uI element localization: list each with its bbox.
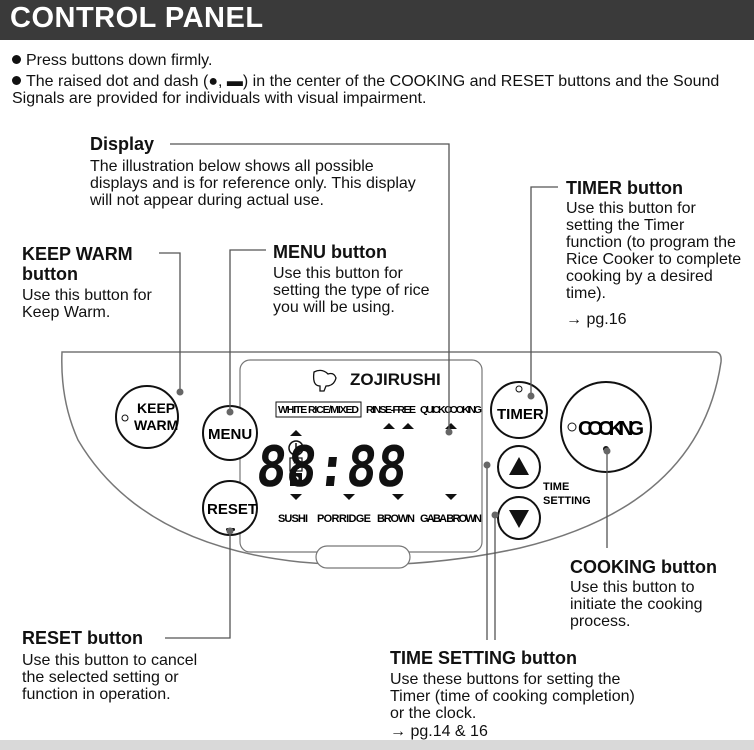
panel-slot	[315, 545, 411, 569]
indicator-2: 2	[293, 475, 299, 487]
keep-warm-indicator-light	[121, 414, 129, 422]
indicator-1: 1	[293, 460, 299, 472]
menu-callout-title: MENU button	[273, 242, 387, 262]
mode-gaba-brown: GABA BROWN	[420, 513, 482, 525]
cooking-leader-dot	[603, 447, 611, 455]
keep-warm-label-1: KEEP	[137, 400, 175, 416]
timer-callout-text: Use this button for setting the Timer fu…	[566, 200, 742, 302]
white-rice-mode-box	[275, 401, 362, 418]
display-callout-title: Display	[90, 134, 155, 154]
timer-label: TIMER	[497, 406, 544, 423]
time-down-button[interactable]	[497, 496, 541, 540]
reset-leader	[165, 531, 231, 639]
time-setting-callout-text: Use these buttons for setting the Timer …	[390, 671, 635, 722]
mode-white-rice: WHITE RICE/MIXED	[278, 404, 359, 416]
zojirushi-logo: ZOJIRUSHI	[312, 369, 441, 392]
timer-leader	[530, 186, 558, 396]
keep-warm-leader-dot	[176, 388, 184, 396]
bullet-icon	[12, 76, 21, 85]
menu-leader-dot	[226, 408, 234, 416]
keep-warm-callout-title-2: button	[22, 264, 78, 284]
cooking-label: COOKING	[578, 418, 644, 440]
menu-callout-text: Use this button for setting the type of …	[273, 265, 430, 316]
note-visual-impairment: The raised dot and dash (●, ▬) in the ce…	[12, 73, 720, 107]
menu-leader	[229, 249, 266, 412]
mode-sushi: SUSHI	[278, 513, 308, 525]
keep-warm-callout-title-1: KEEP WARM	[22, 244, 133, 264]
bullet-icon	[12, 55, 21, 64]
keep-warm-leader	[159, 252, 181, 392]
down-arrow-icon	[509, 510, 529, 528]
indicator-up-4	[445, 423, 457, 429]
indicator-up-1	[290, 430, 302, 436]
menu-label: MENU	[208, 426, 252, 443]
footer-bar	[0, 740, 754, 750]
display-leader	[170, 143, 450, 432]
indicator-down-3	[392, 494, 404, 500]
reset-label: RESET	[207, 501, 257, 518]
reset-button[interactable]: RESET	[202, 480, 258, 536]
time-setting-callout-title: TIME SETTING button	[390, 648, 577, 668]
timer-button[interactable]: TIMER	[490, 381, 548, 439]
mode-quick-cooking: QUICK COOKING	[420, 404, 482, 416]
timer-leader-dot	[527, 392, 535, 400]
cooking-callout-title: COOKING button	[570, 557, 717, 577]
clock-icon	[288, 440, 304, 456]
display-leader-dot	[445, 428, 453, 436]
mode-brown: BROWN	[377, 513, 415, 525]
elephant-logo-icon	[312, 369, 337, 392]
note-firmly: Press buttons down firmly.	[12, 52, 212, 69]
indicator-1-box	[289, 457, 303, 472]
cooking-button[interactable]: COOKING	[560, 381, 652, 473]
cooking-indicator-light	[567, 422, 577, 432]
leader-lines	[159, 143, 608, 640]
reset-callout-title: RESET button	[22, 628, 143, 648]
mode-porridge: PORRIDGE	[317, 513, 371, 525]
time-up-button[interactable]	[497, 445, 541, 489]
brand-name: ZOJIRUSHI	[350, 370, 441, 389]
menu-button[interactable]: MENU	[202, 405, 258, 461]
display-digits: 88:88	[253, 435, 410, 500]
indicator-down-4	[445, 494, 457, 500]
time-up-leader-dot	[483, 461, 491, 469]
timer-callout-ref: → pg.16	[566, 311, 627, 328]
up-arrow-icon	[509, 457, 529, 475]
keep-warm-button[interactable]: KEEP WARM	[115, 385, 179, 449]
timer-indicator-light	[515, 385, 523, 393]
indicator-down-1	[290, 494, 302, 500]
time-setting-label-2: SETTING	[543, 495, 591, 507]
keep-warm-callout-text: Use this button for Keep Warm.	[22, 287, 152, 321]
reset-callout-text: Use this button to cancel the selected s…	[22, 652, 198, 703]
indicator-down-2	[343, 494, 355, 500]
keep-warm-label-2: WARM	[134, 417, 178, 433]
header-bar: CONTROL PANEL	[0, 0, 754, 40]
indicator-up-3	[402, 423, 414, 429]
time-down-leader-dot	[491, 511, 499, 519]
time-setting-callout-ref: → pg.14 & 16	[390, 723, 488, 740]
display-callout-text: The illustration below shows all possibl…	[90, 158, 416, 209]
time-setting-label-1: TIME	[543, 481, 569, 493]
page-title: CONTROL PANEL	[10, 2, 264, 34]
mode-rinse-free: RINSE-FREE	[366, 404, 416, 416]
indicator-up-2	[383, 423, 395, 429]
reset-leader-dot	[226, 527, 234, 535]
indicator-2-box	[290, 473, 302, 486]
timer-callout-title: TIMER button	[566, 178, 683, 198]
cooking-callout-text: Use this button to initiate the cooking …	[570, 579, 703, 630]
